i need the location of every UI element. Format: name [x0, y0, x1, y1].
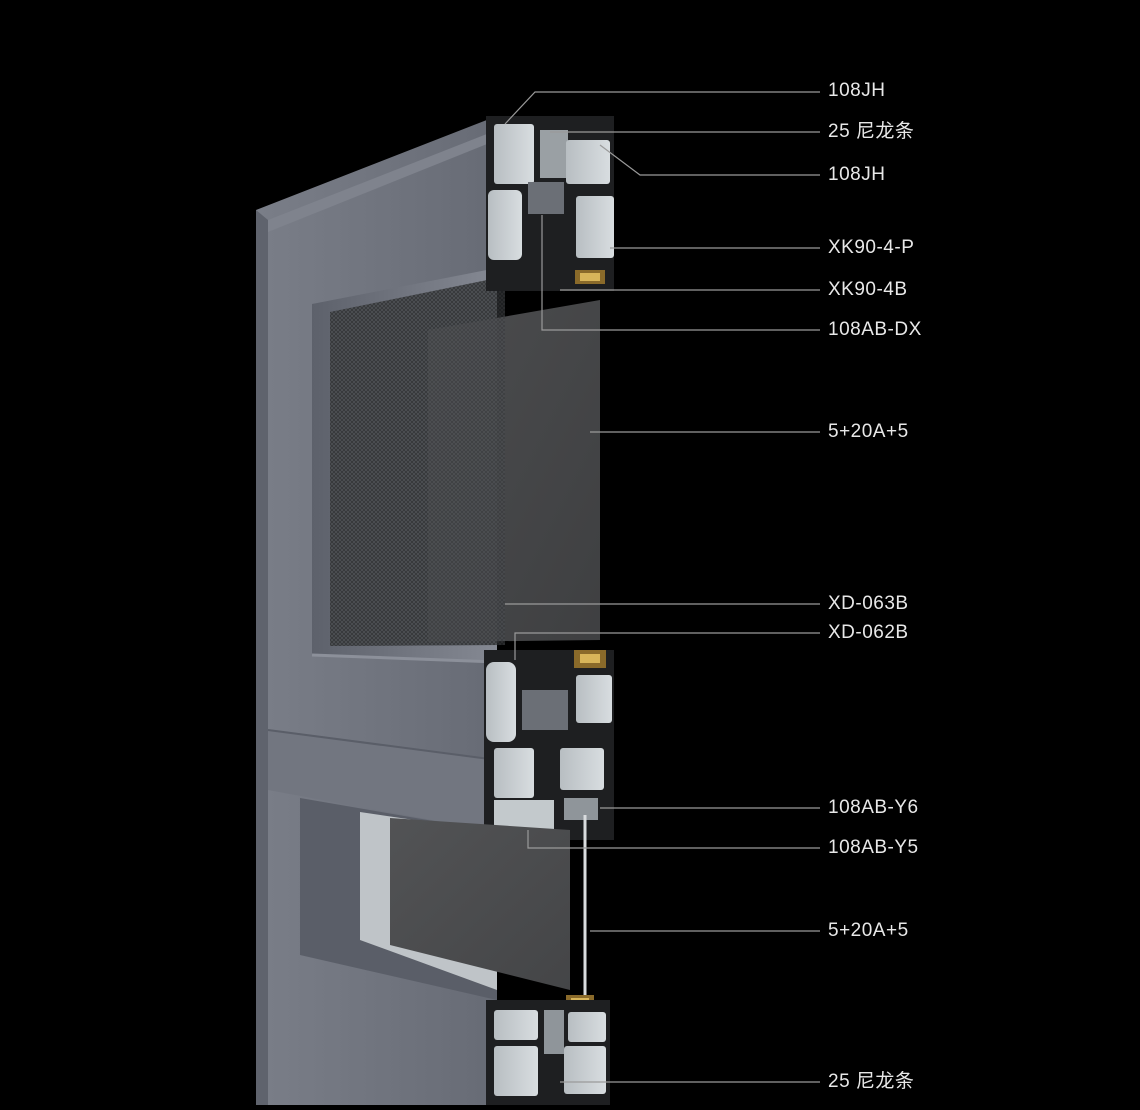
callout-108AB-DX: 108AB-DX — [828, 319, 922, 340]
leader-108AB-Y5 — [527, 830, 820, 849]
callout-nylon-strip-top: 25 尼龙条 — [828, 121, 915, 142]
callout-XD-063B: XD-063B — [828, 593, 909, 614]
callout-XD-062B: XD-062B — [828, 622, 909, 643]
callout-nylon-strip-bottom: 25 尼龙条 — [828, 1071, 915, 1092]
lower-glass-pane — [390, 818, 570, 990]
transom-face — [268, 730, 497, 832]
leader-lines — [504, 91, 820, 1083]
lower-sash — [300, 798, 594, 1009]
top-profile-section — [486, 116, 614, 291]
middle-profile-section — [484, 650, 614, 840]
leader-108JH-2 — [599, 144, 820, 176]
upper-sash — [311, 268, 600, 664]
leader-108AB-DX — [541, 215, 820, 331]
bottom-profile-section — [486, 1000, 610, 1105]
frame-left-bevel — [256, 210, 268, 1105]
callout-108AB-Y5: 108AB-Y5 — [828, 837, 919, 858]
leader-XD-062B — [514, 632, 820, 660]
callout-108JH-top: 108JH — [828, 80, 886, 101]
frame-recess-edge — [268, 130, 497, 232]
callout-XK90-4B: XK90-4B — [828, 279, 908, 300]
callout-XK90-4-P: XK90-4-P — [828, 237, 915, 258]
leader-108JH-top — [504, 91, 820, 125]
callout-108AB-Y6: 108AB-Y6 — [828, 797, 919, 818]
callout-glass-lower: 5+20A+5 — [828, 920, 909, 941]
callout-glass-upper: 5+20A+5 — [828, 421, 909, 442]
screen-overlay — [330, 278, 505, 646]
callout-108JH-second: 108JH — [828, 164, 886, 185]
